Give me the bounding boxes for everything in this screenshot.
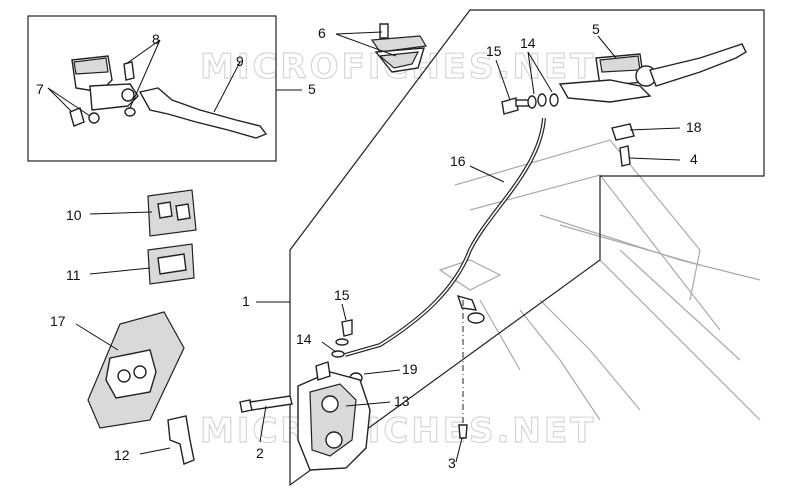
screw-3 [458, 424, 468, 439]
screw-8 [123, 61, 136, 117]
callout-12: 12 [114, 447, 130, 463]
pad-kit-10 [147, 189, 197, 237]
callout-4: 4 [690, 151, 698, 167]
callout-5-left: 5 [308, 81, 316, 97]
brake-caliper-13 [297, 361, 371, 471]
callout-5-right: 5 [592, 21, 600, 37]
clamp-18 [611, 123, 635, 167]
callout-14-top: 14 [520, 35, 536, 51]
banjo-bolt-top [501, 93, 559, 115]
callout-10: 10 [66, 207, 82, 223]
callout-3: 3 [448, 455, 456, 471]
pad-kit-11 [147, 243, 195, 285]
inset-box-master-cylinder [27, 15, 277, 162]
lever-9 [138, 87, 268, 139]
inset-box-brake-system [289, 9, 765, 487]
bolt-2 [239, 395, 293, 413]
callout-1: 1 [242, 293, 250, 309]
callout-11: 11 [66, 267, 81, 283]
callout-13: 13 [394, 393, 410, 409]
callout-7: 7 [36, 81, 44, 97]
callout-6: 6 [318, 25, 326, 41]
callout-15-top: 15 [486, 43, 502, 59]
callout-labels: 8 7 9 5 6 15 14 5 18 4 16 10 11 17 12 1 … [36, 21, 702, 471]
callout-19: 19 [402, 361, 418, 377]
callout-18: 18 [686, 119, 702, 135]
callout-8: 8 [152, 31, 160, 47]
callout-17: 17 [50, 313, 66, 329]
master-cylinder-right [558, 43, 747, 103]
brake-hose-16-inner [344, 117, 545, 356]
callout-9: 9 [236, 53, 244, 69]
clamp-6 [370, 23, 427, 73]
callout-2: 2 [256, 445, 264, 461]
callout-14-lower: 14 [296, 331, 312, 347]
banjo-bolt-lower [331, 319, 353, 358]
watermark-bottom: MICROFICHES.NET [200, 411, 596, 451]
leader-lines [47, 31, 681, 463]
callout-15-lower: 15 [334, 287, 350, 303]
frame-tubes [438, 139, 761, 421]
spring-12 [167, 415, 195, 465]
brake-pads-17 [87, 311, 185, 429]
callout-16: 16 [450, 153, 466, 169]
hose-guide [456, 294, 485, 324]
master-cylinder-left [69, 55, 139, 127]
brake-hose-16 [344, 117, 546, 357]
